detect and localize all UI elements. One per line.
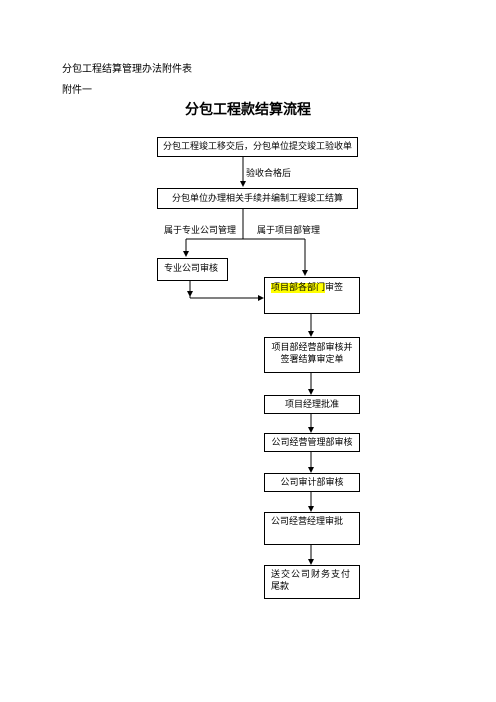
branch-label-project-dept: 属于项目部管理 bbox=[257, 226, 321, 236]
step-finance-payment-line2: 尾款 bbox=[271, 582, 290, 592]
step-prepare-settlement: 分包单位办理相关手续并编制工程竣工结算 bbox=[157, 188, 358, 209]
step-business-manager-approval: 公司经营经理审批 bbox=[264, 512, 360, 545]
step-business-dept-review: 项目部经营部审核并 签署结算审定单 bbox=[264, 337, 360, 373]
step-company-audit-review: 公司审计部审核 bbox=[264, 473, 360, 492]
step-business-dept-review-line1: 项目部经营部审核并 bbox=[271, 343, 353, 353]
step-project-manager-approval: 项目经理批准 bbox=[264, 395, 360, 414]
header-line-1: 分包工程结算管理办法附件表 bbox=[62, 64, 192, 75]
step-project-dept-signoff: 项目部各部门审签 bbox=[264, 277, 360, 314]
step-finance-payment-line1: 送交公司财务支付 bbox=[271, 570, 352, 580]
step-company-business-review: 公司经营管理部审核 bbox=[264, 433, 360, 452]
branch-label-professional-company: 属于专业公司管理 bbox=[164, 226, 237, 236]
signoff-text: 审签 bbox=[325, 283, 344, 293]
header-line-2: 附件一 bbox=[62, 85, 92, 96]
flowchart-title: 分包工程款结算流程 bbox=[185, 102, 311, 118]
highlighted-text: 项目部各部门 bbox=[271, 283, 326, 293]
step-business-dept-review-line2: 签署结算审定单 bbox=[280, 355, 344, 365]
note-acceptance-passed: 验收合格后 bbox=[246, 169, 292, 179]
step-professional-company-review: 专业公司审核 bbox=[157, 258, 228, 281]
step-submit-acceptance: 分包工程竣工移交后，分包单位提交竣工验收单 bbox=[157, 137, 358, 157]
step-finance-payment: 送交公司财务支付 尾款 bbox=[264, 565, 360, 599]
